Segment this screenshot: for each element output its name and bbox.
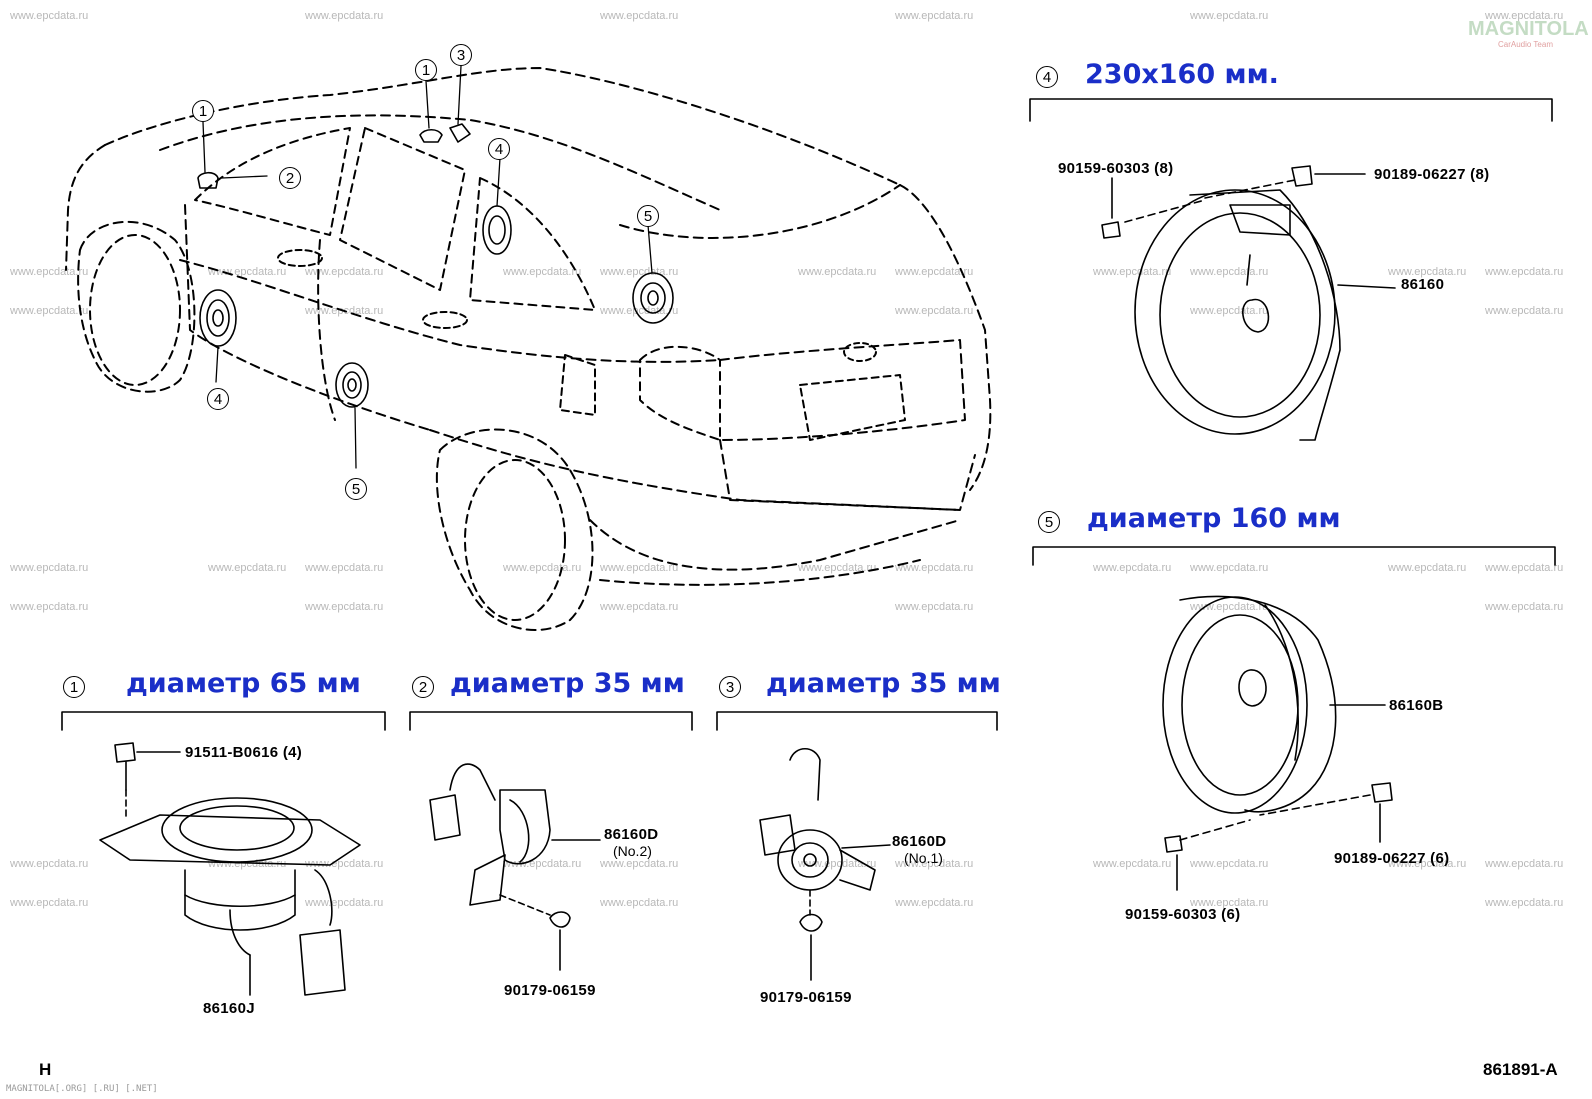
watermark-text: www.epcdata.ru [1485,897,1564,909]
watermark-text: www.epcdata.ru [1485,562,1564,574]
section2-drawing [409,711,693,971]
watermark-text: www.epcdata.ru [1485,305,1564,317]
watermark-text: www.epcdata.ru [895,305,974,317]
section4-speaker-part: 86160 [1401,276,1445,293]
watermark-text: www.epcdata.ru [208,266,287,278]
watermark-text: www.epcdata.ru [600,266,679,278]
watermark-text: www.epcdata.ru [895,10,974,22]
watermark-text: www.epcdata.ru [10,601,89,613]
watermark-text: www.epcdata.ru [1190,305,1269,317]
section4-clip-part: 90189-06227 (8) [1374,166,1490,183]
section1-bolt-part: 91511-B0616 (4) [185,744,303,761]
watermark-text: www.epcdata.ru [1190,858,1269,870]
watermark-text: www.epcdata.ru [895,562,974,574]
section1-header: диаметр 65 мм [126,668,361,699]
watermark-text: www.epcdata.ru [10,10,89,22]
watermark-text: www.epcdata.ru [798,562,877,574]
callout-4-front-door: 4 [207,388,229,410]
corner-code-left: H [39,1060,52,1079]
watermark-text: www.epcdata.ru [798,858,877,870]
section2-tweeter-part: 86160D [604,826,659,843]
section5-speaker-part: 86160B [1389,697,1444,714]
watermark-text: www.epcdata.ru [208,562,287,574]
callout-1-front-tweeter: 1 [192,100,214,122]
watermark-text: www.epcdata.ru [1190,897,1269,909]
watermark-text: www.epcdata.ru [305,858,384,870]
watermark-text: www.epcdata.ru [1093,562,1172,574]
callout-4-rear-door: 4 [488,138,510,160]
diagram-code: 861891-A [1483,1060,1558,1079]
section3-header: диаметр 35 мм [766,668,1001,699]
watermark-text: www.epcdata.ru [895,897,974,909]
watermark-text: www.epcdata.ru [1485,858,1564,870]
watermark-text: www.epcdata.ru [1485,266,1564,278]
watermark-text: www.epcdata.ru [895,858,974,870]
section1-number: 1 [63,676,85,698]
watermark-text: www.epcdata.ru [1388,562,1467,574]
watermark-text: www.epcdata.ru [1485,601,1564,613]
watermark-text: www.epcdata.ru [503,266,582,278]
section5-number: 5 [1038,511,1060,533]
section3-tweeter-part: 86160D [892,833,947,850]
watermark-text: www.epcdata.ru [10,562,89,574]
section3-tweeter-no: (No.1) [904,850,943,866]
section1-drawing [61,711,386,996]
magnitola-logo-sub: CarAudio Team [1498,40,1553,49]
watermark-text: www.epcdata.ru [1388,266,1467,278]
watermark-text: www.epcdata.ru [305,897,384,909]
section3-nut-part: 90179-06159 [760,989,852,1006]
section4-drawing [1029,98,1553,441]
watermark-text: www.epcdata.ru [10,858,89,870]
section3-drawing [716,711,998,981]
watermark-text: www.epcdata.ru [798,266,877,278]
watermark-text: www.epcdata.ru [600,305,679,317]
watermark-text: www.epcdata.ru [305,10,384,22]
magnitola-logo: MAGNITOLA [1468,18,1589,40]
watermark-text: www.epcdata.ru [10,897,89,909]
section5-screw-part: 90159-60303 (6) [1125,906,1241,923]
watermark-text: www.epcdata.ru [1093,858,1172,870]
section4-number: 4 [1036,66,1058,88]
section3-number: 3 [719,676,741,698]
watermark-text: www.epcdata.ru [600,897,679,909]
section4-header: 230x160 мм. [1085,59,1279,90]
footer-watermark: MAGNITOLA[.ORG] [.RU] [.NET] [6,1084,158,1094]
section5-drawing [1032,546,1556,891]
callout-1-roof: 1 [415,59,437,81]
watermark-text: www.epcdata.ru [600,562,679,574]
watermark-text: www.epcdata.ru [600,10,679,22]
section5-clip-part: 90189-06227 (6) [1334,850,1450,867]
watermark-text: www.epcdata.ru [1190,562,1269,574]
section5-header: диаметр 160 мм [1087,503,1341,534]
section2-tweeter-no: (No.2) [613,843,652,859]
section2-nut-part: 90179-06159 [504,982,596,999]
watermark-text: www.epcdata.ru [305,601,384,613]
vehicle-drawing [65,65,992,631]
watermark-text: www.epcdata.ru [1093,266,1172,278]
callout-5-rear-quarter: 5 [637,205,659,227]
section1-speaker-part: 86160J [203,1000,255,1017]
watermark-text: www.epcdata.ru [10,266,89,278]
section2-number: 2 [412,676,434,698]
watermark-text: www.epcdata.ru [1388,858,1467,870]
watermark-text: www.epcdata.ru [305,266,384,278]
callout-2-front-tweeter: 2 [279,167,301,189]
watermark-text: www.epcdata.ru [1190,10,1269,22]
watermark-text: www.epcdata.ru [305,562,384,574]
watermark-text: www.epcdata.ru [895,266,974,278]
watermark-text: www.epcdata.ru [10,305,89,317]
section4-screw-part: 90159-60303 (8) [1058,160,1174,177]
callout-3-roof: 3 [450,44,472,66]
section2-header: диаметр 35 мм [450,668,685,699]
watermark-text: www.epcdata.ru [503,858,582,870]
callout-5-rear-door: 5 [345,478,367,500]
watermark-text: www.epcdata.ru [600,858,679,870]
watermark-text: www.epcdata.ru [1485,10,1564,22]
watermark-text: www.epcdata.ru [895,601,974,613]
watermark-text: www.epcdata.ru [600,601,679,613]
